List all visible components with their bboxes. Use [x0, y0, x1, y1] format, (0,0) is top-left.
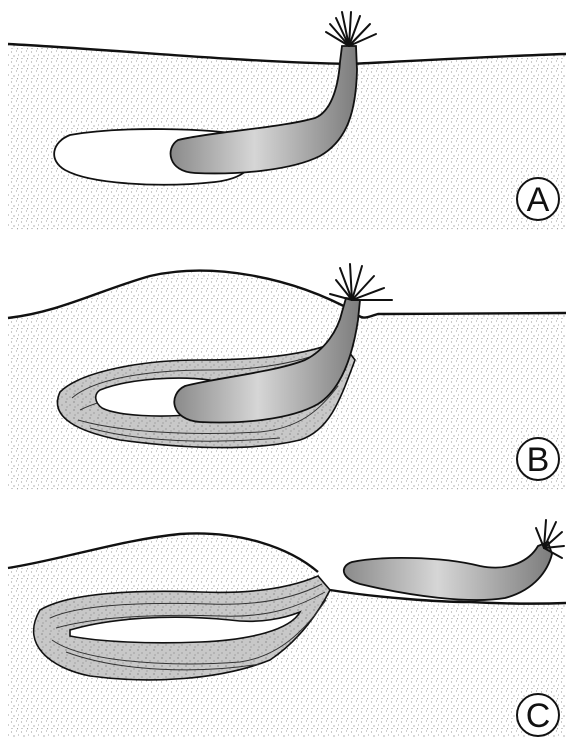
panel-c-label: C [526, 697, 551, 735]
worm-body-c [344, 542, 552, 600]
panel-a-label: A [527, 181, 550, 219]
panel-b: B [8, 264, 566, 490]
tentacles-a [326, 12, 376, 46]
panel-a: A [8, 12, 566, 230]
panel-c: C [8, 520, 566, 737]
panel-b-label: B [527, 441, 550, 479]
tentacles-b [330, 264, 392, 300]
